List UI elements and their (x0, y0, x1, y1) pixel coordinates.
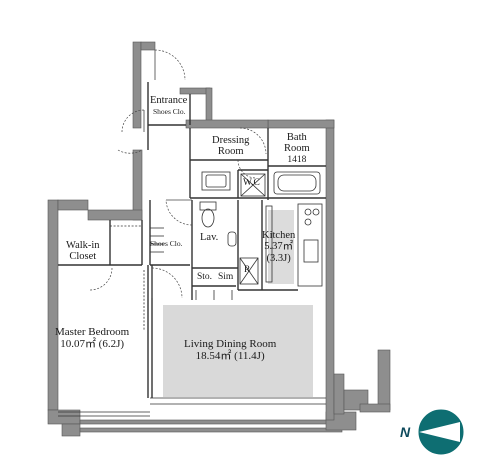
interior-walls (58, 82, 326, 398)
hall-shoes-closet-label: Shoes Clo. (150, 239, 183, 248)
storage-sim-label: Sim (218, 272, 234, 282)
bath-room-line1: Bath (286, 132, 307, 143)
walk-in-closet-line2: Closet (69, 251, 97, 263)
compass (418, 409, 464, 455)
bath-room-line3: 1418 (287, 154, 307, 165)
living-dining-label: Living Dining Room 18.54㎡ (11.4J) (184, 338, 277, 363)
kitchen-line3: (3.3J) (266, 252, 291, 264)
walk-in-closet-label: Walk-in Closet (66, 240, 100, 263)
refrigerator-label: R (244, 265, 251, 275)
dressing-room-line1: Dressing (212, 135, 250, 146)
master-bedroom-line2: 10.07㎡ (6.2J) (60, 337, 125, 350)
dressing-room-label: Dressing Room (212, 135, 249, 158)
living-dining-floor (163, 305, 313, 397)
walk-in-closet-line1: Walk-in (66, 240, 100, 251)
bath-room-line2: Room (284, 143, 310, 155)
balcony-window (58, 397, 326, 417)
master-bedroom-label: Master Bedroom 10.07㎡ (6.2J) (55, 326, 130, 351)
entrance-label: Entrance (150, 95, 188, 106)
storage-label: Sto. (197, 272, 213, 282)
bath-room-label: Bath Room 1418 (284, 132, 310, 165)
lavatory-label: Lav. (200, 232, 219, 243)
dressing-room-line2: Room (217, 146, 244, 158)
exterior-walls (47, 41, 391, 437)
wc-label: W.C (243, 178, 260, 188)
kitchen-label: Kitchen 5.37㎡ (3.3J) (262, 230, 295, 264)
entrance-shoes-closet-label: Shoes Clo. (153, 107, 186, 116)
fixtures (110, 171, 323, 330)
living-dining-line2: 18.54㎡ (11.4J) (195, 349, 265, 362)
living-dining-line1: Living Dining Room (184, 338, 277, 350)
door-leaves (143, 50, 192, 298)
kitchen-line1: Kitchen (262, 230, 296, 241)
north-indicator-letter: N (400, 424, 411, 440)
master-bedroom-line1: Master Bedroom (55, 326, 130, 338)
door-swings (89, 49, 267, 299)
kitchen-line2: 5.37㎡ (264, 241, 294, 253)
